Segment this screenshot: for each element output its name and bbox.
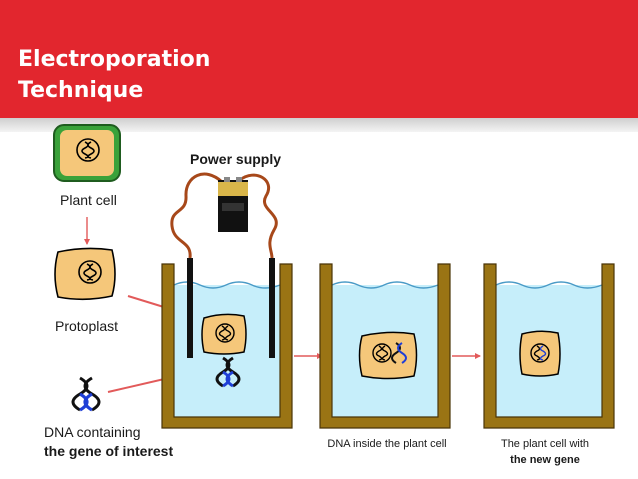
label-power-supply: Power supply bbox=[190, 151, 282, 167]
label-dna-line-1: DNA containing bbox=[44, 424, 141, 440]
cell-with-dna-icon bbox=[358, 331, 418, 380]
dna-helix-icon bbox=[71, 376, 101, 412]
label-dna-gene-of-interest: DNA containing the gene of interest bbox=[44, 423, 173, 461]
label-new-gene-line-2: the new gene bbox=[510, 454, 580, 466]
wire-right bbox=[239, 173, 278, 259]
title-line-1: Electroporation bbox=[18, 47, 211, 72]
label-cell-new-gene: The plant cell with the new gene bbox=[484, 436, 606, 468]
label-dna-inside-cell: DNA inside the plant cell bbox=[327, 438, 447, 450]
header-bar bbox=[0, 0, 638, 118]
protoplast-icon bbox=[54, 247, 116, 301]
header-shadow-band bbox=[0, 118, 638, 132]
label-protoplast: Protoplast bbox=[55, 318, 119, 334]
battery-icon bbox=[218, 177, 248, 232]
label-new-gene-line-1: The plant cell with bbox=[500, 438, 590, 450]
slide-title: Electroporation Technique bbox=[18, 44, 210, 106]
cell-with-new-gene-icon bbox=[519, 330, 561, 377]
title-line-2: Technique bbox=[18, 78, 144, 103]
protoplast-in-beaker-icon bbox=[201, 313, 247, 355]
label-dna-line-2: the gene of interest bbox=[44, 443, 174, 459]
label-plant-cell: Plant cell bbox=[60, 192, 117, 208]
electrode-left bbox=[187, 258, 193, 358]
electrode-right bbox=[269, 258, 275, 358]
wire-left bbox=[170, 172, 224, 259]
dna-in-beaker-icon bbox=[215, 356, 241, 388]
plant-cell-icon bbox=[53, 124, 121, 182]
